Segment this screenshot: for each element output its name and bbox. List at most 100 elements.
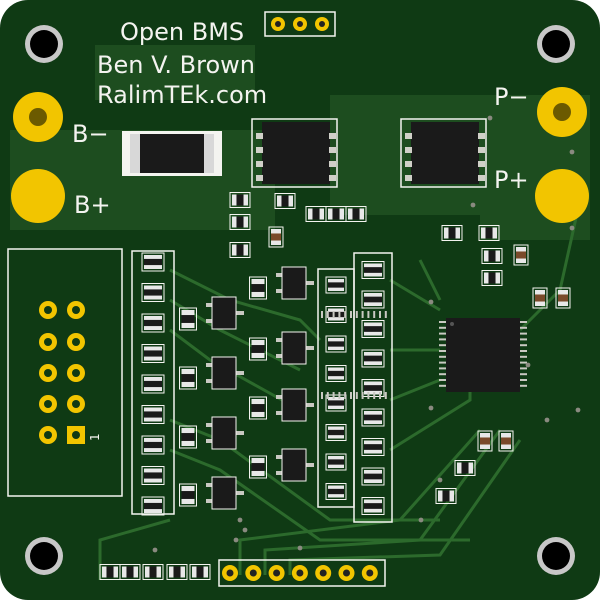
- smd-component: [555, 287, 571, 309]
- via: [470, 202, 476, 208]
- smd-component: [325, 306, 347, 323]
- smd-component: [249, 276, 267, 300]
- smd-component: [513, 244, 529, 266]
- smd-component: [141, 283, 165, 302]
- smd-component: [249, 396, 267, 420]
- smd-component: [141, 466, 165, 485]
- via: [575, 407, 581, 413]
- smd-component: [142, 564, 164, 580]
- p-plus-pad: [535, 169, 589, 223]
- p-plus-label: P+: [494, 166, 529, 194]
- smd-component: [435, 488, 457, 504]
- smd-component: [441, 225, 463, 241]
- smd-component: [481, 248, 503, 264]
- title-line-1: Open BMS: [120, 18, 244, 46]
- via: [242, 527, 248, 533]
- smd-component: [361, 379, 385, 397]
- smd-component: [325, 394, 347, 412]
- resistor-column-left: [131, 250, 175, 516]
- via: [544, 417, 550, 423]
- smd-component: [141, 374, 165, 394]
- smd-component: [361, 349, 385, 368]
- smd-component: [249, 455, 267, 479]
- smd-component: [361, 467, 385, 486]
- smd-component: [141, 313, 165, 333]
- smd-component: [268, 226, 284, 248]
- balance-connector: 1: [7, 248, 123, 497]
- passives: [99, 115, 581, 580]
- top-3pin-header: [264, 11, 336, 37]
- smd-component: [229, 214, 251, 230]
- mosfet-right: [400, 118, 487, 188]
- smd-component: [141, 252, 165, 272]
- smd-component: [361, 438, 385, 456]
- smd-component: [141, 435, 165, 455]
- via: [152, 547, 158, 553]
- smd-component: [179, 483, 197, 507]
- smd-component: [305, 206, 327, 222]
- b-plus-label: B+: [74, 191, 111, 219]
- smd-component: [325, 276, 347, 294]
- sot23-fet: [206, 476, 244, 510]
- mounting-holes: [25, 25, 575, 575]
- via: [297, 545, 303, 551]
- via: [233, 537, 239, 543]
- via: [569, 149, 575, 155]
- sot23-fet: [276, 448, 314, 482]
- p-minus-label: P−: [494, 83, 529, 111]
- smd-component: [532, 287, 548, 309]
- sot23-fet: [206, 356, 244, 390]
- silkscreen-title: Open BMS Ben V. Brown RalimTEk.com: [97, 18, 267, 109]
- power-pads: [11, 87, 589, 223]
- smd-component: [141, 344, 165, 363]
- via: [525, 362, 531, 368]
- smd-component: [189, 564, 211, 580]
- smd-component: [166, 564, 188, 580]
- smd-component: [361, 497, 385, 515]
- balance-fets: [179, 266, 314, 510]
- resistor-column-mid: [317, 268, 355, 508]
- via: [428, 405, 434, 411]
- smd-component: [141, 405, 165, 424]
- smd-component: [361, 320, 385, 338]
- via: [418, 517, 424, 523]
- smd-component: [274, 193, 296, 209]
- smd-component: [141, 496, 165, 516]
- smd-component: [454, 460, 476, 476]
- smd-component: [325, 453, 347, 471]
- smd-component: [478, 225, 500, 241]
- smd-component: [361, 261, 385, 279]
- smd-component: [179, 366, 197, 390]
- smd-component: [179, 307, 197, 331]
- smd-component: [325, 365, 347, 382]
- via: [569, 225, 575, 231]
- mosfet-left: [251, 118, 338, 188]
- smd-component: [481, 270, 503, 286]
- smd-component: [325, 424, 347, 441]
- smd-component: [498, 430, 514, 452]
- sot23-fet: [206, 416, 244, 450]
- b-plus-pad: [11, 169, 65, 223]
- smd-component: [325, 335, 347, 353]
- bottom-7pin-header: [218, 559, 386, 587]
- b-minus-label: B−: [72, 120, 109, 148]
- resistor-column-right: [353, 252, 393, 523]
- smd-component: [345, 206, 367, 222]
- shunt-resistor: [122, 131, 222, 176]
- pin-1-label: 1: [88, 433, 102, 441]
- sot23-fet: [276, 388, 314, 422]
- smd-component: [179, 425, 197, 449]
- via: [487, 115, 493, 121]
- via: [428, 299, 434, 305]
- via: [437, 477, 443, 483]
- smd-component: [229, 242, 251, 258]
- smd-component: [229, 192, 251, 208]
- smd-component: [325, 206, 347, 222]
- sot23-fet: [276, 266, 314, 300]
- title-line-2: Ben V. Brown: [97, 51, 255, 79]
- sot23-fet: [206, 296, 244, 330]
- via: [237, 517, 243, 523]
- smd-component: [477, 430, 493, 452]
- smd-component: [361, 408, 385, 427]
